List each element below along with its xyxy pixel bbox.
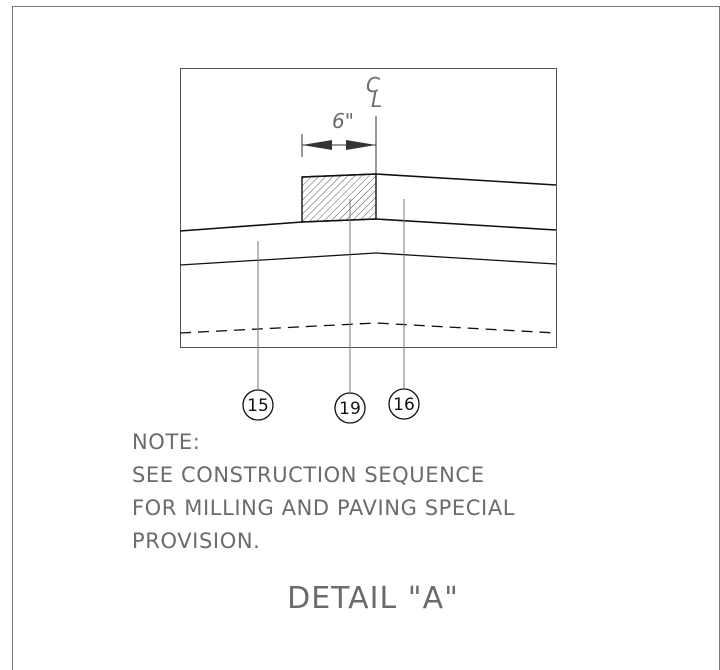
milled-area-hatch xyxy=(301,173,377,223)
subgrade-dashed-line xyxy=(179,322,557,334)
detail-frame xyxy=(180,68,557,348)
dimension-arrow-left xyxy=(302,140,332,150)
base-course-line xyxy=(179,252,557,266)
existing-pavement-surface xyxy=(179,218,557,232)
dimension-label: 6" xyxy=(332,109,354,133)
callout-number: 15 xyxy=(247,396,269,416)
note-line-3: PROVISION. xyxy=(132,529,260,553)
centerline-symbol-l: L xyxy=(371,88,382,112)
callout-15: 15 xyxy=(242,389,274,421)
sheet-border xyxy=(12,6,720,670)
note-line-2: FOR MILLING AND PAVING SPECIAL xyxy=(132,496,515,520)
callout-16: 16 xyxy=(388,388,420,420)
callout-number: 16 xyxy=(393,395,415,415)
callout-bubble xyxy=(334,392,366,424)
callout-bubble xyxy=(388,388,420,420)
note-heading: NOTE: xyxy=(132,430,200,454)
callout-number: 19 xyxy=(339,399,361,419)
dimension-arrow-right xyxy=(346,140,376,150)
centerline-symbol-c: C xyxy=(366,73,380,97)
detail-title: DETAIL "A" xyxy=(287,581,459,616)
note-line-1: SEE CONSTRUCTION SEQUENCE xyxy=(132,463,485,487)
callout-bubble xyxy=(242,389,274,421)
callout-19: 19 xyxy=(334,392,366,424)
